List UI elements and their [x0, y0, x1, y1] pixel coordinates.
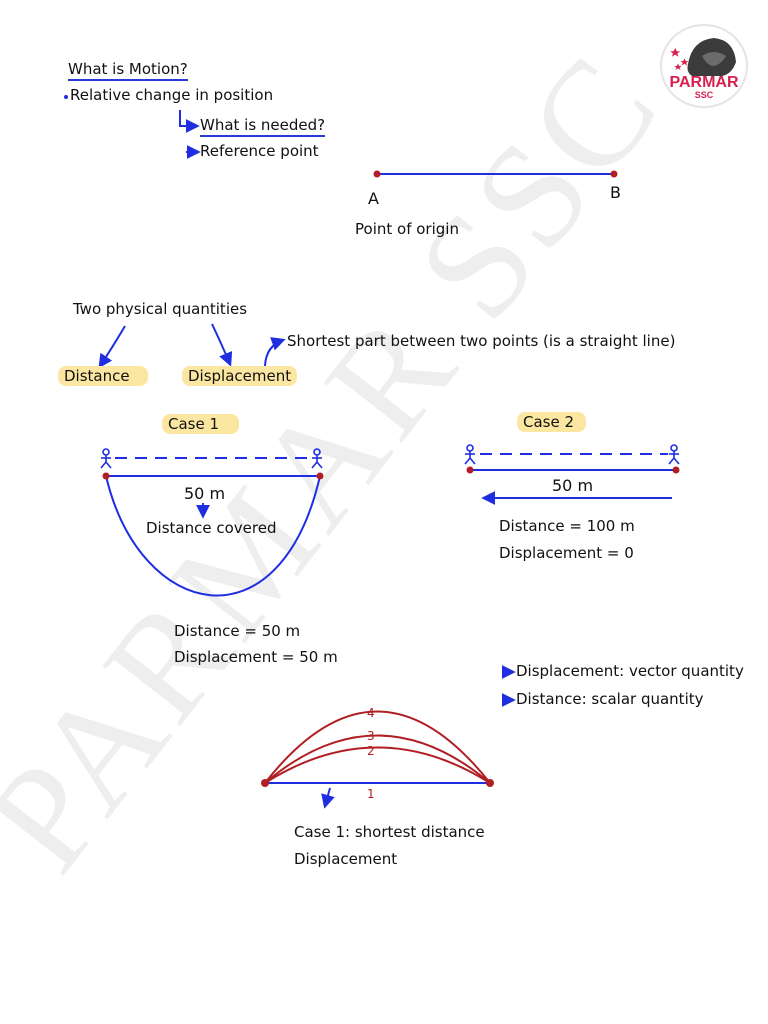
origin-caption: Point of origin [355, 220, 459, 238]
point-a-dot [373, 170, 381, 178]
path-label-1: 1 [367, 787, 375, 801]
case2-right-figure [668, 444, 680, 465]
arrow-to-distance [98, 325, 126, 369]
case1-distance: Distance = 50 m [174, 622, 301, 640]
path-3-arc [264, 734, 491, 784]
scalar-note: Distance: scalar quantity [516, 690, 704, 708]
case2-displacement: Displacement = 0 [499, 544, 634, 562]
case1-left-dot [102, 472, 110, 480]
bent-arrow [179, 110, 200, 133]
paths-caption-displacement: Displacement [294, 850, 398, 868]
path-label-4: 4 [367, 706, 375, 720]
needed-question: What is needed? [200, 116, 326, 137]
quantities-heading: Two physical quantities [73, 300, 248, 318]
arrow-to-note [264, 337, 286, 367]
case1-curve [105, 475, 321, 597]
point-b-dot [610, 170, 618, 178]
case2-distance: Distance = 100 m [499, 517, 635, 535]
case2-right-dot [672, 466, 680, 474]
case2-length: 50 m [552, 476, 594, 495]
case2-left-dot [466, 466, 474, 474]
paths-right-dot [486, 779, 494, 787]
path-2-arc [264, 746, 491, 784]
brand-name: PARMAR [669, 74, 739, 91]
reference-point: Reference point [200, 142, 319, 160]
motion-title: What is Motion? [68, 60, 188, 81]
bullet-dot [64, 95, 68, 99]
paths-left-dot [261, 779, 269, 787]
case2-left-figure [464, 444, 476, 465]
point-b-label: B [610, 183, 621, 202]
paths-down-arrow [321, 787, 335, 809]
motion-answer: Relative change in position [70, 86, 274, 104]
path-label-2: 2 [367, 744, 375, 758]
shortest-path-note: Shortest part between two points (is a s… [287, 332, 676, 350]
point-a-label: A [368, 189, 379, 208]
case1-right-figure [311, 448, 323, 469]
brand-logo: PARMAR SSC [660, 24, 748, 108]
arrow-to-displacement [211, 323, 233, 367]
paths-caption: Case 1: shortest distance [294, 823, 485, 841]
case1-left-figure [100, 448, 112, 469]
vector-note: Displacement: vector quantity [516, 662, 744, 680]
case1-label: Case 1 [162, 414, 240, 434]
bear-icon [670, 38, 736, 76]
path-4-arc [264, 710, 491, 784]
case1-distance-covered: Distance covered [146, 519, 277, 537]
case1-length: 50 m [184, 484, 226, 503]
case2-label: Case 2 [517, 412, 587, 432]
path-label-3: 3 [367, 729, 375, 743]
case1-right-dot [316, 472, 324, 480]
distance-label: Distance [58, 366, 148, 386]
brand-sub: SSC [694, 90, 714, 100]
displacement-label: Displacement [182, 366, 298, 386]
case1-displacement: Displacement = 50 m [174, 648, 338, 666]
